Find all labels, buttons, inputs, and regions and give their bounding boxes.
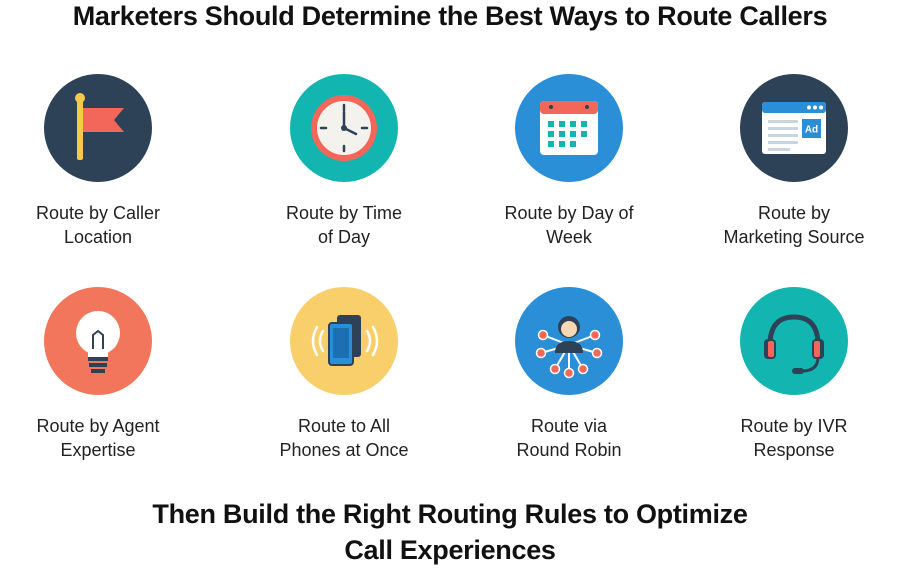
headset-icon [740,287,848,395]
footer-heading: Then Build the Right Routing Rules to Op… [0,496,900,568]
option-ivr-response: Route by IVR Response [694,287,894,462]
option-label: Route by Time of Day [285,203,403,247]
lightbulb-icon [44,287,152,395]
ringing-phones-icon [290,287,398,395]
agent-network-icon [515,287,623,395]
option-label: Route by Day of Week [504,203,634,247]
option-all-phones: Route to All Phones at Once [244,287,444,462]
option-time-of-day: Route by Time of Day [244,74,444,249]
option-label: Route to All Phones at Once [279,416,409,460]
option-label: Route by Marketing Source [723,203,865,247]
flag-icon [44,74,152,182]
option-round-robin: Route via Round Robin [469,287,669,462]
footer-line-2: Call Experiences [344,535,556,565]
ad-window-icon: Ad [740,74,848,182]
option-day-of-week: Route by Day of Week [469,74,669,249]
svg-text:Ad: Ad [805,125,818,136]
clock-icon [290,74,398,182]
option-label: Route by Agent Expertise [36,416,160,460]
calendar-icon [515,74,623,182]
option-label: Route by Caller Location [35,203,161,247]
option-agent-expertise: Route by Agent Expertise [0,287,198,462]
footer-line-1: Then Build the Right Routing Rules to Op… [152,499,748,529]
option-caller-location: Route by Caller Location [0,74,198,249]
option-label: Route via Round Robin [516,416,622,460]
option-label: Route by IVR Response [740,416,848,460]
page-title: Marketers Should Determine the Best Ways… [72,1,828,31]
option-marketing-source: Ad Route by Marketing Source [694,74,894,249]
